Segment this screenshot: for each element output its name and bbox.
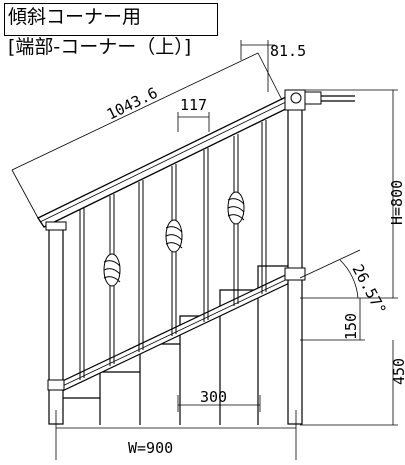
twist-balusters: [103, 134, 245, 366]
base-height-label: 450: [390, 358, 405, 385]
end-post-left: [45, 221, 67, 425]
title-box: [4, 3, 218, 36]
step-run-label: 300: [200, 388, 227, 406]
rail-length-dimension: [11, 52, 283, 219]
baluster-pitch-label: 117: [180, 96, 207, 114]
corner-post-right: [284, 89, 322, 425]
width-label: W=900: [128, 439, 173, 457]
step-rise-label: 150: [342, 313, 360, 340]
base-height-dimension: [300, 340, 398, 426]
angle-label: 26.57°: [348, 261, 389, 317]
balusters: [79, 120, 267, 380]
baluster-pitch-dimension: [177, 112, 210, 132]
width-dimension: [55, 410, 297, 460]
handrail: [37, 94, 355, 228]
angle-dimension: [299, 249, 361, 299]
step-rise-dimension: [300, 298, 365, 341]
height-label: H=800: [388, 180, 405, 225]
offset-dimension: [240, 40, 275, 92]
rail-length-label: 1043.6: [104, 84, 161, 124]
diagram-title: 傾斜コーナー用: [8, 6, 142, 28]
height-dimension: [300, 89, 398, 299]
offset-label: 81.5: [270, 42, 306, 60]
diagram-subtitle: [端部-コーナー（上）]: [8, 36, 192, 58]
step-run-dimension: [177, 395, 261, 412]
